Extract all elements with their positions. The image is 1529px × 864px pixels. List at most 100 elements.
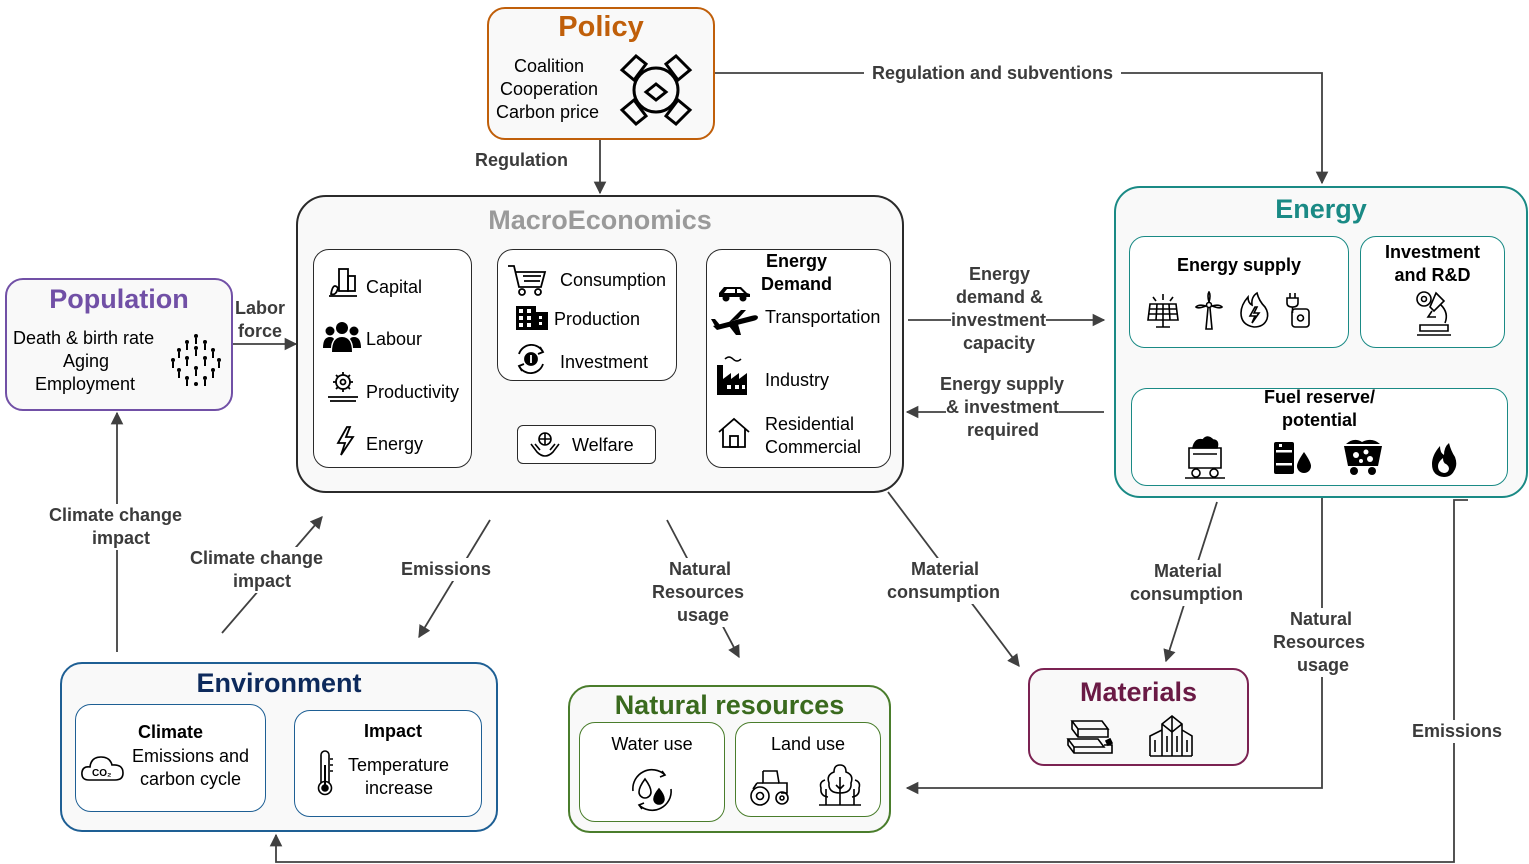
energy-demand-commercial: Commercial xyxy=(765,437,862,457)
environment-title: Environment xyxy=(196,668,362,698)
materials-box: Materials xyxy=(1028,668,1249,766)
population-box: Population Death & birth rate Aging Empl… xyxy=(5,278,233,411)
co2-cloud-icon: CO₂ xyxy=(80,753,126,783)
natural-resources-title: Natural resources xyxy=(614,690,845,720)
gears-icon xyxy=(326,371,360,403)
handshake-icon xyxy=(616,50,696,130)
factory-icon xyxy=(715,355,753,395)
label-cc-impact-pop-1: Climate change xyxy=(49,504,183,527)
lightning-icon xyxy=(334,425,356,457)
material-blocks-icon xyxy=(1066,715,1114,755)
water-drops-icon xyxy=(627,765,677,815)
hands-globe-icon xyxy=(529,428,561,460)
climate-title: Climate xyxy=(137,722,204,742)
flame-icon xyxy=(1431,443,1457,477)
macro-welfare-label: Welfare xyxy=(572,435,634,455)
factory-grid-icon xyxy=(516,304,548,330)
macro-energy-demand-box: Energy Demand Transportation Industry Re… xyxy=(706,249,891,468)
arrow-nat-res-energy xyxy=(905,498,1323,795)
ore-cart-icon xyxy=(1342,438,1384,476)
label-labor-force-1: Labor xyxy=(235,298,286,318)
label-energy-demand-2: demand & xyxy=(956,286,1044,309)
energy-demand-title-2: Demand xyxy=(761,274,833,294)
land-use-label: Land use xyxy=(770,734,846,754)
label-energy-supply-2: & investment xyxy=(946,396,1060,419)
label-energy-demand-1: Energy xyxy=(969,263,1031,286)
label-regulation: Regulation xyxy=(475,149,568,172)
microscope-icon xyxy=(1414,289,1454,337)
building-icon xyxy=(1148,710,1194,758)
energy-demand-transportation: Transportation xyxy=(765,307,881,327)
macroeconomics-title: MacroEconomics xyxy=(488,205,712,235)
energy-demand-industry: Industry xyxy=(765,370,830,390)
macro-activity-production: Production xyxy=(554,309,641,329)
plane-icon xyxy=(711,308,759,338)
macro-activity-investment: Investment xyxy=(560,352,649,372)
water-use-box: Water use xyxy=(579,722,725,822)
investment-rnd-box: Investment and R&D xyxy=(1360,236,1505,348)
label-labor-force-2: force xyxy=(238,321,283,341)
policy-title: Policy xyxy=(558,11,644,43)
climate-line-1: Emissions and xyxy=(132,746,250,766)
label-nat-res-energy-1: Natural xyxy=(1290,608,1353,631)
label-nat-res-macro-3: usage xyxy=(677,604,730,627)
policy-item-cooperation: Cooperation xyxy=(500,79,599,99)
policy-item-coalition: Coalition xyxy=(514,56,585,76)
climate-line-2: carbon cycle xyxy=(140,769,242,789)
label-material-energy-2: consumption xyxy=(1130,583,1243,606)
macro-input-productivity: Productivity xyxy=(366,382,460,402)
label-energy-supply-3: required xyxy=(967,419,1040,442)
land-use-box: Land use xyxy=(735,722,881,817)
climate-box: Climate Emissions and carbon cycle CO₂ xyxy=(75,704,266,812)
macro-welfare-box: Welfare xyxy=(517,425,656,464)
arrow-regulation-subventions xyxy=(715,72,1329,185)
label-cc-impact-macro-1: Climate change xyxy=(190,547,324,570)
label-emissions-macro: Emissions xyxy=(401,558,492,581)
label-material-macro-1: Material xyxy=(911,558,980,581)
energy-demand-residential: Residential xyxy=(765,414,855,434)
energy-supply-box: Energy supply xyxy=(1129,236,1349,348)
label-nat-res-macro-2: Resources xyxy=(652,581,745,604)
cart-icon xyxy=(507,263,547,297)
people-icon xyxy=(323,320,361,352)
car-icon xyxy=(717,283,751,303)
label-energy-supply-1: Energy supply xyxy=(940,373,1065,396)
energy-demand-title-1: Energy xyxy=(766,251,828,271)
wind-turbine-icon xyxy=(1194,291,1224,331)
macro-input-capital: Capital xyxy=(366,277,423,297)
label-energy-demand-3: investment xyxy=(951,309,1047,332)
macro-input-labour: Labour xyxy=(366,329,423,349)
energy-supply-title: Energy supply xyxy=(1176,255,1302,275)
thermometer-icon xyxy=(314,749,336,797)
label-regulation-subventions: Regulation and subventions xyxy=(864,62,1122,85)
population-item-death-birth: Death & birth rate xyxy=(13,328,155,348)
label-material-energy-1: Material xyxy=(1154,560,1223,583)
investment-rnd-title-2: and R&D xyxy=(1394,265,1471,285)
macro-activities-box: Consumption Production Investment xyxy=(497,249,677,381)
arrow-emissions-energy xyxy=(269,499,1468,863)
investment-rnd-title-1: Investment xyxy=(1384,242,1481,262)
impact-box: Impact Temperature increase xyxy=(294,710,482,817)
label-energy-demand-4: capacity xyxy=(963,332,1036,355)
label-material-macro-2: consumption xyxy=(887,581,1000,604)
water-use-label: Water use xyxy=(611,734,693,754)
fuel-reserve-box: Fuel reserve/ potential xyxy=(1131,387,1508,486)
svg-text:CO₂: CO₂ xyxy=(92,768,111,779)
trees-icon xyxy=(818,763,862,807)
population-item-employment: Employment xyxy=(35,374,136,394)
label-nat-res-energy-3: usage xyxy=(1297,654,1350,677)
label-cc-impact-pop-2: impact xyxy=(92,527,151,550)
coal-cart-icon xyxy=(1185,434,1225,480)
fuel-reserve-title-1: Fuel reserve/ xyxy=(1263,387,1376,407)
materials-title: Materials xyxy=(1079,677,1198,707)
fire-power-icon xyxy=(1237,291,1271,329)
solar-panel-icon xyxy=(1146,292,1180,330)
house-icon xyxy=(717,417,751,449)
policy-item-carbon-price: Carbon price xyxy=(496,102,600,122)
population-item-aging: Aging xyxy=(63,351,110,371)
impact-line-2: increase xyxy=(365,778,434,798)
population-title: Population xyxy=(49,284,189,314)
label-emissions-energy: Emissions xyxy=(1412,720,1503,743)
crowd-icon xyxy=(167,330,225,388)
impact-line-1: Temperature xyxy=(348,755,450,775)
